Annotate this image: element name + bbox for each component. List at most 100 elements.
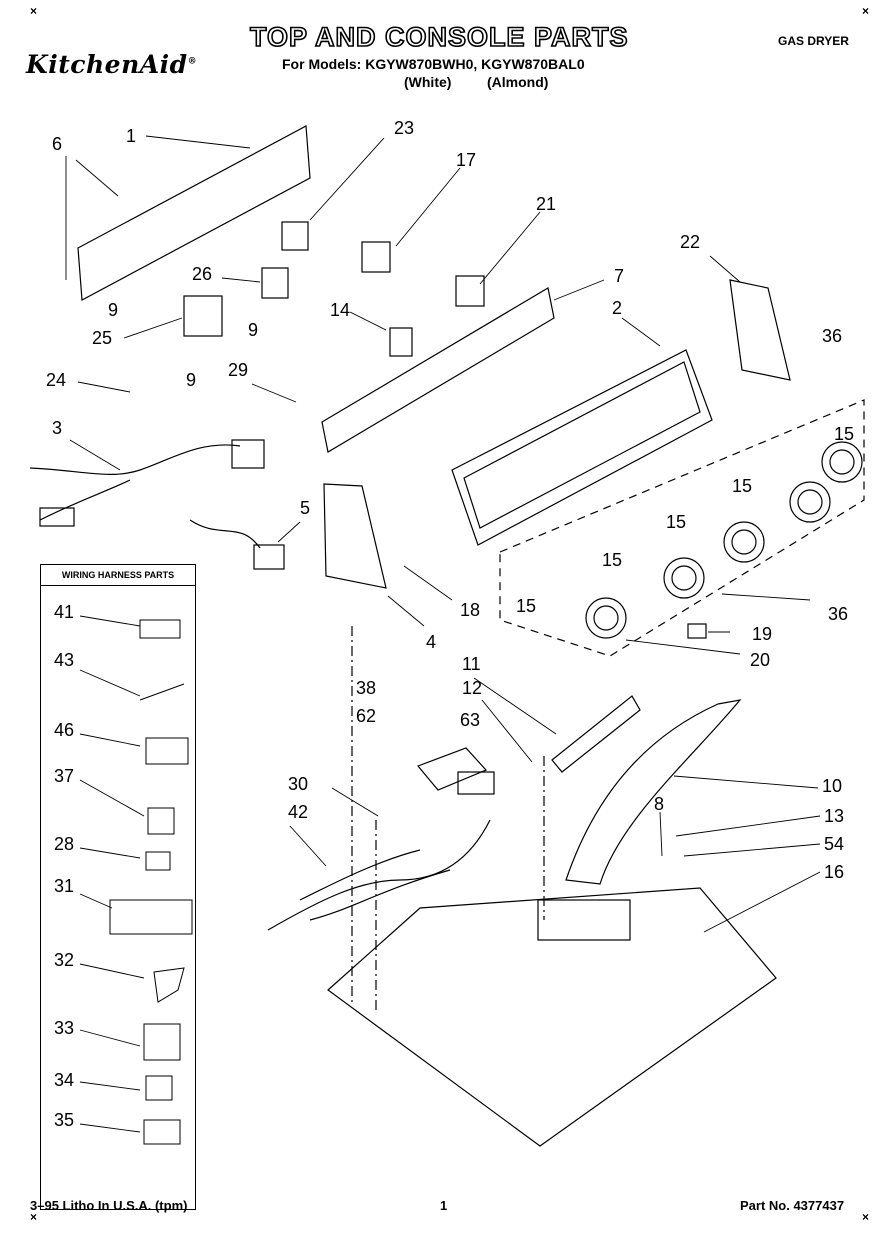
- callout-2: 2: [612, 298, 623, 318]
- callout-14: 14: [330, 300, 351, 320]
- harness-part-35: [143, 1119, 181, 1145]
- part-top-panel: [327, 887, 777, 1147]
- callout-63: 63: [460, 710, 481, 730]
- callout-17: 17: [456, 150, 477, 170]
- part-lint-housing: [565, 699, 742, 885]
- corner-mark-tr: ×: [862, 4, 870, 18]
- part-knob-19: [687, 623, 707, 639]
- callout-38: 38: [356, 678, 377, 698]
- callout-54: 54: [824, 834, 845, 854]
- callout-30: 30: [288, 774, 309, 794]
- page-title: TOP AND CONSOLE PARTS: [249, 21, 629, 53]
- callout-15c: 15: [666, 512, 687, 532]
- callout-20: 20: [750, 650, 771, 670]
- callout-41: 41: [54, 602, 75, 622]
- callout-11: 11: [462, 654, 481, 674]
- part-timer-25: [183, 295, 223, 337]
- callout-6: 6: [52, 134, 63, 154]
- callout-8: 8: [654, 794, 665, 814]
- callout-15a: 15: [834, 424, 855, 444]
- callout-36a: 36: [822, 326, 843, 346]
- part-console-panel: [451, 349, 713, 546]
- corner-mark-br: ×: [862, 1210, 870, 1224]
- callout-28: 28: [54, 834, 75, 854]
- part-part-14: [389, 327, 413, 357]
- callout-1: 1: [126, 126, 137, 146]
- harness-part-34: [145, 1075, 173, 1101]
- wiring-harness-box: WIRING HARNESS PARTS: [40, 564, 196, 1210]
- callout-16: 16: [824, 862, 845, 882]
- part-switch-23: [281, 221, 309, 251]
- callout-19: 19: [752, 624, 773, 644]
- part-switch-17: [361, 241, 391, 273]
- knob-5: [585, 597, 627, 639]
- callout-42: 42: [288, 802, 309, 822]
- part-harness-42: [267, 819, 491, 931]
- callout-15e: 15: [516, 596, 537, 616]
- page-number: 1: [440, 1198, 448, 1213]
- part-control-bracket: [321, 287, 555, 453]
- callout-3: 3: [52, 418, 63, 438]
- harness-part-41: [139, 619, 181, 639]
- corner-mark-bl: ×: [30, 1210, 38, 1224]
- callout-35: 35: [54, 1110, 75, 1130]
- callout-4: 4: [426, 632, 437, 652]
- brand-logo: KitchenAid®: [26, 50, 198, 79]
- callout-29: 29: [228, 360, 249, 380]
- callout-9a: 9: [108, 300, 119, 320]
- callout-23: 23: [394, 118, 415, 138]
- variant-white: (White): [404, 74, 452, 90]
- callout-21: 21: [536, 194, 557, 214]
- harness-part-46: [145, 737, 189, 765]
- harness-part-31: [109, 899, 193, 935]
- part-bracket-62: [416, 747, 488, 791]
- callout-5: 5: [300, 498, 311, 518]
- part-end-cap: [323, 483, 387, 589]
- variant-almond: (Almond): [487, 74, 549, 90]
- part-end-cap-right: [729, 279, 791, 381]
- part-switch-21: [455, 275, 485, 307]
- corner-mark-tl: ×: [30, 4, 38, 18]
- callout-9b: 9: [248, 320, 259, 340]
- callout-36b: 36: [828, 604, 849, 624]
- part-switch-26: [261, 267, 289, 299]
- print-info: 3–95 Litho In U.S.A. (tpm): [30, 1198, 188, 1213]
- part-mounting-bracket: [77, 125, 311, 301]
- callout-18: 18: [460, 600, 481, 620]
- callout-25: 25: [92, 328, 113, 348]
- knob-3: [723, 521, 765, 563]
- callout-15d: 15: [602, 550, 623, 570]
- harness-box-title: WIRING HARNESS PARTS: [41, 565, 195, 586]
- part-harness-5: [189, 519, 261, 549]
- callout-24: 24: [46, 370, 67, 390]
- harness-part-37: [147, 807, 175, 835]
- callout-15b: 15: [732, 476, 753, 496]
- callout-22: 22: [680, 232, 701, 252]
- callout-37: 37: [54, 766, 75, 786]
- part-number: Part No. 4377437: [740, 1198, 845, 1213]
- callout-9c: 9: [186, 370, 197, 390]
- part-lint-screen: [551, 695, 641, 773]
- callout-13: 13: [824, 806, 845, 826]
- callout-26: 26: [192, 264, 213, 284]
- callout-7: 7: [614, 266, 625, 286]
- product-type: GAS DRYER: [778, 34, 849, 48]
- callout-31: 31: [54, 876, 75, 896]
- callout-33: 33: [54, 1018, 75, 1038]
- callout-34: 34: [54, 1070, 75, 1090]
- harness-part-43: [139, 683, 185, 701]
- knob-2: [789, 481, 831, 523]
- callout-43: 43: [54, 650, 75, 670]
- callout-12: 12: [462, 678, 483, 698]
- models-line: For Models: KGYW870BWH0, KGYW870BAL0: [282, 56, 585, 72]
- knob-4: [663, 557, 705, 599]
- harness-part-33: [143, 1023, 181, 1061]
- knob-1: [821, 441, 863, 483]
- callout-32: 32: [54, 950, 75, 970]
- callout-62: 62: [356, 706, 377, 726]
- callout-10: 10: [822, 776, 843, 796]
- part-harness-3: [29, 444, 241, 475]
- harness-part-32: [153, 967, 185, 1003]
- callout-46: 46: [54, 720, 75, 740]
